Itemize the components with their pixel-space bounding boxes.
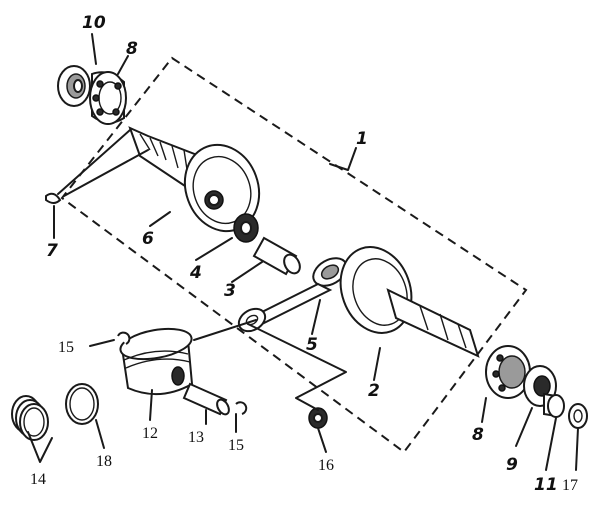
piston-rings-14	[11, 395, 49, 441]
label-4: 4	[189, 263, 202, 283]
label-12: 12	[142, 425, 158, 442]
label-8-left: 8	[126, 39, 138, 59]
label-9: 9	[506, 455, 518, 475]
leader-lines	[27, 33, 579, 471]
piston-12	[119, 327, 194, 396]
part-labels: 10 8 1 7 6 4 3 5 2 8 9 11 17 15 12 13 15…	[30, 13, 578, 495]
crank-half-6	[128, 126, 261, 233]
label-15-lower: 15	[228, 437, 244, 454]
label-6: 6	[142, 229, 154, 249]
label-2: 2	[368, 381, 380, 401]
label-8-right: 8	[472, 425, 484, 445]
bearing-8-right	[485, 345, 531, 399]
label-5: 5	[306, 335, 318, 355]
needle-bearing-16	[308, 407, 328, 429]
label-13: 13	[188, 429, 204, 446]
label-15-upper: 15	[58, 339, 74, 356]
label-18: 18	[96, 453, 112, 470]
ring-18	[65, 383, 99, 425]
crank-half-2	[339, 246, 480, 358]
circlip-15-lower	[235, 401, 248, 415]
label-16: 16	[318, 457, 334, 474]
assembly-boundary-dashed	[60, 56, 528, 454]
washer-17	[568, 403, 588, 429]
label-14: 14	[30, 471, 46, 488]
wrist-pin-13	[182, 382, 230, 416]
needle-bearing-4	[233, 213, 259, 243]
label-17: 17	[562, 477, 578, 494]
label-1: 1	[356, 129, 368, 149]
label-3: 3	[224, 281, 236, 301]
ring-18-inner	[69, 387, 95, 421]
circlip-15-upper	[117, 331, 131, 345]
label-11: 11	[534, 475, 558, 495]
oil-seal-10	[57, 65, 91, 107]
crank-pin-3	[252, 236, 301, 276]
bearing-8-left	[89, 71, 127, 125]
label-10: 10	[82, 13, 106, 33]
woodruff-key-7	[45, 192, 62, 204]
spacer-11	[543, 392, 565, 418]
label-7: 7	[46, 241, 58, 261]
